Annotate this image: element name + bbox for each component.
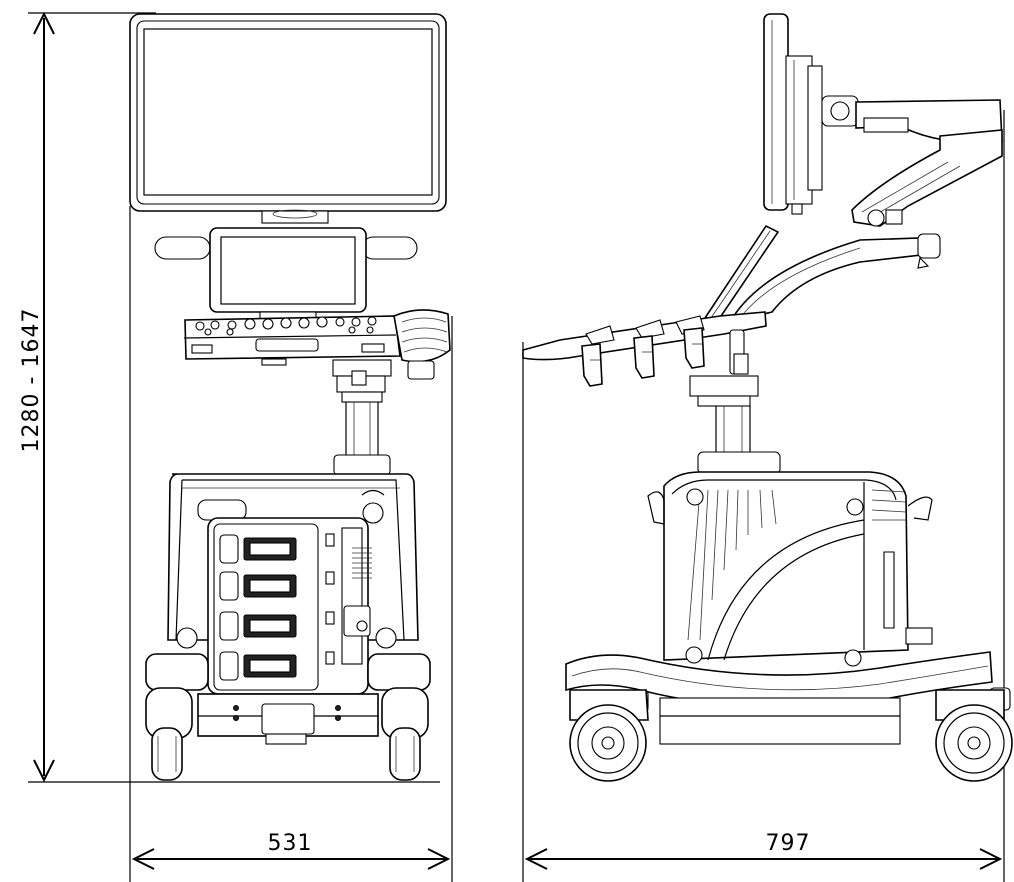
transducer-port-2 (219, 571, 297, 601)
transducer-port-4 (219, 651, 297, 681)
side-cart-body (647, 471, 933, 667)
side-wheel-front (569, 689, 649, 782)
side-monitor-arm (821, 95, 1003, 227)
front-wheel-left (145, 687, 193, 781)
side-wheel-rear (935, 687, 1013, 782)
transducer-port-3 (219, 611, 297, 641)
front-base (145, 653, 431, 745)
side-depth-label: 797 (766, 831, 811, 856)
front-width-label: 531 (268, 831, 313, 856)
side-control-panel (522, 311, 767, 387)
height-dimension (28, 11, 440, 783)
side-monitor (763, 13, 823, 215)
side-control-arm (728, 233, 941, 324)
front-column (332, 359, 392, 476)
front-main-monitor (129, 13, 447, 224)
front-cart-body (167, 473, 419, 695)
front-wheel-right (381, 687, 429, 781)
side-column (689, 375, 781, 475)
transducer-port-1 (219, 534, 297, 564)
front-touch-panel (154, 227, 418, 321)
side-view (522, 13, 1013, 782)
side-base (565, 651, 993, 745)
height-dimension-label: 1280 - 1647 (19, 308, 44, 453)
front-width-dimension (129, 206, 453, 882)
front-control-panel (183, 309, 451, 380)
front-view (129, 13, 451, 781)
